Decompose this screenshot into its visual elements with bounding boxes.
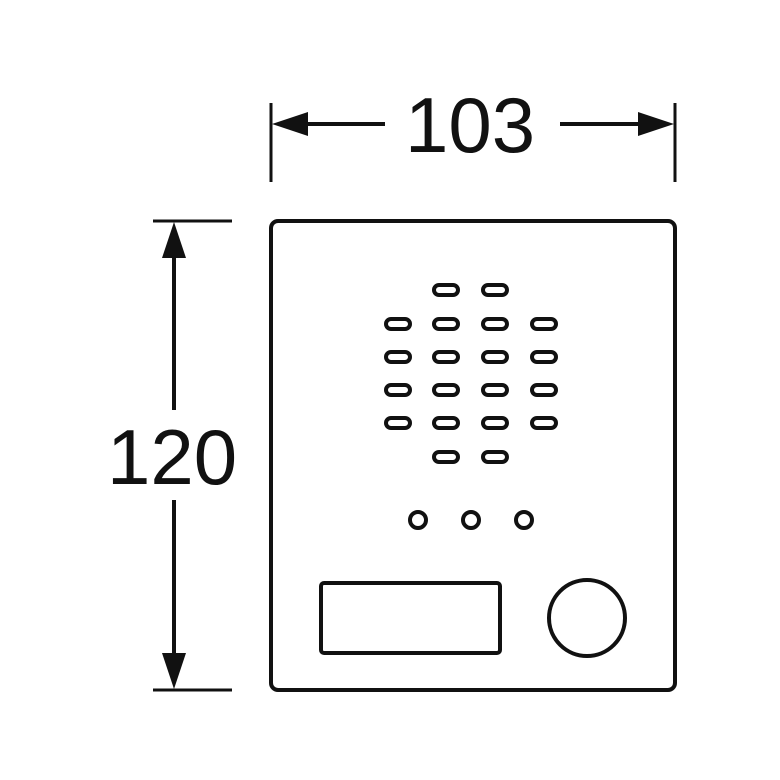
call-button[interactable] [547, 578, 627, 658]
width-dimension [269, 103, 677, 182]
grille-slot [384, 350, 412, 364]
grille-slot [384, 416, 412, 430]
grille-slot [432, 383, 460, 397]
grille-slot [481, 416, 509, 430]
grille-slot [384, 383, 412, 397]
speaker-grille [384, 283, 558, 464]
grille-slot [432, 283, 460, 297]
led [514, 510, 534, 530]
arrow-right-icon [638, 112, 674, 136]
grille-slot [481, 283, 509, 297]
grille-slot [530, 416, 558, 430]
width-label: 103 [405, 81, 536, 169]
indicator-leds [408, 510, 534, 530]
grille-slot [432, 350, 460, 364]
led [461, 510, 481, 530]
grille-slot [384, 317, 412, 331]
led [408, 510, 428, 530]
grille-slot [530, 383, 558, 397]
height-label: 120 [107, 413, 238, 501]
arrow-left-icon [272, 112, 308, 136]
grille-slot [481, 350, 509, 364]
grille-slot [432, 450, 460, 464]
grille-slot [432, 317, 460, 331]
grille-slot [481, 317, 509, 331]
arrow-down-icon [162, 653, 186, 689]
name-plate [319, 581, 502, 655]
grille-slot [530, 317, 558, 331]
height-dimension [153, 219, 232, 692]
grille-slot [530, 350, 558, 364]
grille-slot [481, 383, 509, 397]
grille-slot [432, 416, 460, 430]
arrow-up-icon [162, 222, 186, 258]
panel-outline [269, 219, 677, 692]
grille-slot [481, 450, 509, 464]
